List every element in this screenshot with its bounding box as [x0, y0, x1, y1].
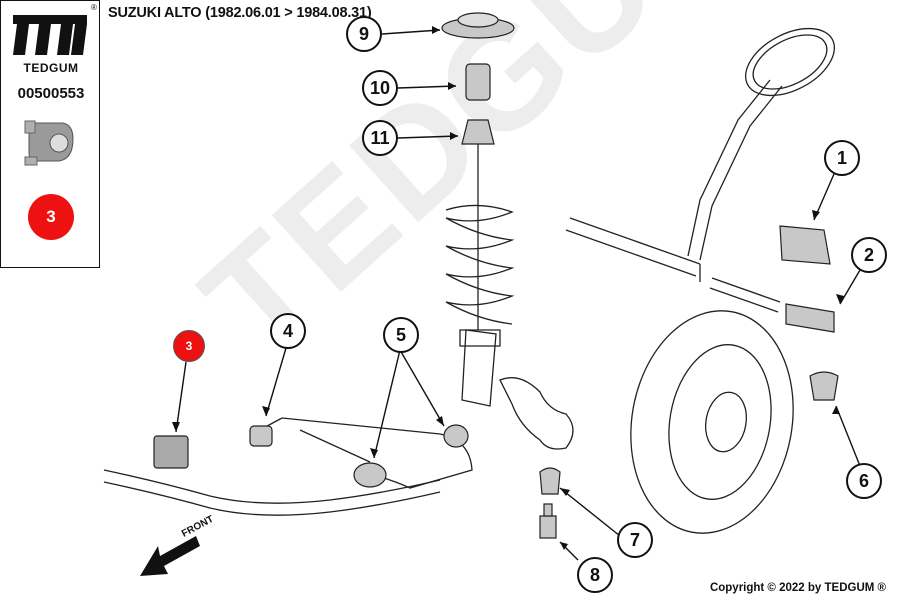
- position-badge: 3: [28, 194, 74, 240]
- callout-3-highlighted[interactable]: 3: [173, 330, 205, 362]
- brand-name: TEDGUM: [23, 61, 79, 75]
- leader-6: [835, 405, 861, 467]
- callout-5[interactable]: 5: [383, 317, 419, 353]
- leader-3: [175, 361, 187, 433]
- lower-ball-joint-boot: [539, 467, 561, 495]
- callout-11[interactable]: 11: [362, 120, 398, 156]
- registered-mark: ®: [91, 3, 97, 12]
- control-arm-bushing-front: [353, 462, 387, 488]
- callout-2[interactable]: 2: [851, 237, 887, 273]
- stabilizer-bushing-highlighted: [153, 435, 189, 469]
- part-info-panel: ® TEDGUM 00500553 3: [0, 0, 100, 268]
- lower-ball-joint: [539, 515, 557, 539]
- part-number: 00500553: [17, 85, 85, 102]
- callout-7[interactable]: 7: [617, 522, 653, 558]
- leader-5b: [373, 349, 401, 459]
- callout-6[interactable]: 6: [846, 463, 882, 499]
- leader-10: [397, 85, 457, 89]
- callout-4[interactable]: 4: [270, 313, 306, 349]
- steering-wheel: [744, 27, 836, 97]
- leader-9: [381, 29, 441, 35]
- callout-9[interactable]: 9: [346, 16, 382, 52]
- copyright-notice: Copyright © 2022 by TEDGUM ®: [709, 582, 886, 594]
- callout-8[interactable]: 8: [577, 557, 613, 593]
- coil-spring: [445, 204, 515, 325]
- front-arrow-icon: [140, 536, 200, 576]
- leader-11: [397, 135, 459, 139]
- control-arm-bushing-rear: [443, 424, 469, 448]
- leader-4: [265, 347, 287, 417]
- stabilizer-bushing-thumbnail: [24, 120, 74, 166]
- ball-joint-boot: [809, 371, 839, 401]
- bump-stop: [465, 63, 491, 101]
- leader-2: [839, 269, 861, 305]
- dust-boot: [461, 119, 495, 145]
- wheel-tire: [630, 310, 794, 534]
- callout-10[interactable]: 10: [362, 70, 398, 106]
- leader-7: [559, 487, 621, 537]
- shock-absorber: [461, 329, 497, 407]
- steering-column: [687, 79, 783, 261]
- vehicle-title: SUZUKI ALTO (1982.06.01 > 1984.08.31): [108, 5, 372, 21]
- leader-5a: [399, 349, 445, 427]
- tie-rod-end: [785, 303, 835, 333]
- rack-boot: [779, 225, 831, 265]
- arm-bushing: [249, 425, 273, 447]
- callout-1[interactable]: 1: [824, 140, 860, 176]
- steering-rack: [565, 217, 781, 313]
- stabilizer-bar: [103, 469, 441, 504]
- tedgum-logo: [13, 15, 87, 55]
- steering-knuckle: [499, 377, 574, 450]
